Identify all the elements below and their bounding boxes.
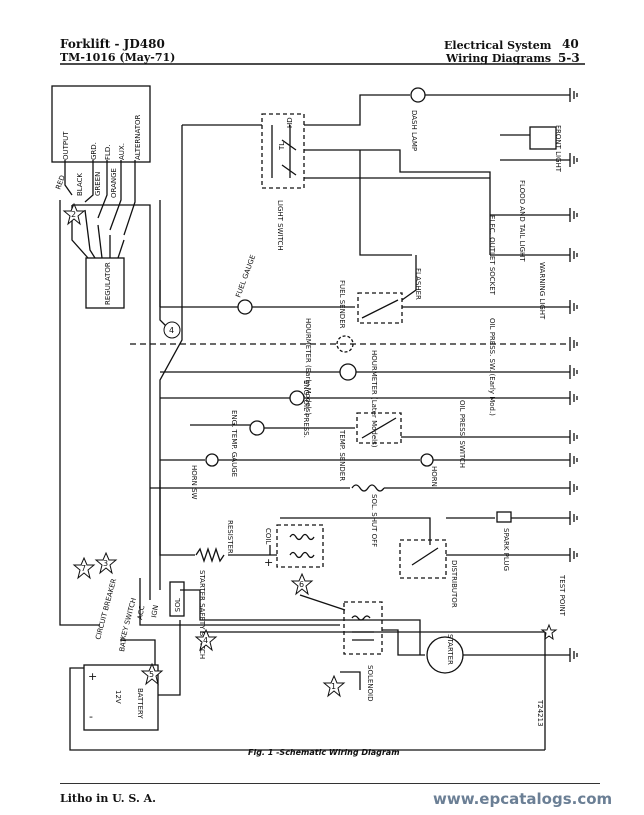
- marker-4: 4: [203, 636, 208, 645]
- test-point-star: [540, 623, 558, 641]
- callout-markers: 2 4 7 3 6 4 5 1: [62, 202, 558, 698]
- label-hourmeter-early: HOURMETER (Early Models): [304, 318, 312, 415]
- label-light-switch: LIGHT SWITCH: [276, 200, 284, 251]
- label-fld: FLD.: [104, 144, 112, 160]
- label-flood-tail: FLOOD AND TAIL LIGHT: [518, 180, 526, 262]
- label-minus: -: [89, 710, 93, 723]
- label-plus: +: [88, 670, 97, 683]
- label-bat: BAT: [118, 637, 128, 652]
- alternator-box: [51, 85, 151, 163]
- label-output: OUTPUT: [62, 131, 70, 160]
- label-eng-temp-gauge: ENG. TEMP. GAUGE: [230, 410, 238, 477]
- label-coil: COIL: [264, 528, 272, 544]
- label-ref-code: T24213: [536, 699, 544, 727]
- label-test-point: TEST POINT: [558, 574, 566, 617]
- label-elec-outlet: ELEC. OUTLET SOCKET: [488, 215, 496, 296]
- footer-litho: Litho in U. S. A.: [60, 792, 156, 805]
- label-aux: AUX.: [118, 143, 126, 160]
- label-fuel-sender: FUEL SENDER: [338, 280, 346, 329]
- label-alternator: ALTERNATOR: [134, 114, 142, 160]
- label-battery: BATTERY: [136, 688, 144, 719]
- label-sol-shut-off: SOL. SHUT OFF: [370, 494, 378, 547]
- label-green: GREEN: [94, 172, 102, 196]
- label-resister: RESISTER: [226, 520, 234, 554]
- marker-6: 6: [299, 580, 304, 589]
- label-warning-light: WARNING LIGHT: [538, 262, 546, 320]
- marker-7: 7: [81, 564, 86, 573]
- marker-1: 1: [331, 682, 336, 691]
- header-title: Forklift - JD480: [60, 37, 165, 51]
- label-oil-press-switch: OIL PRESS. SWITCH: [458, 400, 466, 468]
- marker-2: 2: [71, 210, 76, 219]
- footer-rule: [60, 783, 600, 784]
- label-temp-sender: TEMP. SENDER: [338, 429, 346, 481]
- label-horn-sw: HORN SW: [190, 465, 198, 500]
- label-distributor: DISTRIBUTOR: [450, 560, 458, 608]
- label-orange: ORANGE: [110, 168, 118, 198]
- figure-caption: Fig. 1 -Schematic Wiring Diagram: [248, 748, 400, 757]
- label-spark-plug: SPARK PLUG: [502, 528, 510, 571]
- label-hd: HD: [286, 117, 294, 128]
- label-horn: HORN: [430, 466, 438, 487]
- label-circuit-breaker: CIRCUIT BREAKER: [94, 578, 118, 641]
- light-switch-box: [261, 113, 305, 189]
- regulator-box: [85, 257, 125, 309]
- label-grd: GRD.: [90, 142, 98, 160]
- page-number: 40: [562, 37, 579, 51]
- label-black: BLACK: [76, 173, 84, 196]
- marker-5: 5: [149, 670, 154, 679]
- section-number: 5-3: [558, 51, 580, 65]
- label-fuel-gauge: FUEL GAUGE: [234, 254, 257, 299]
- label-regulator: REGULATOR: [104, 262, 112, 305]
- label-starter: STARTER: [446, 634, 454, 665]
- header-subsection: Wiring Diagrams: [446, 52, 552, 65]
- marker-3: 3: [103, 559, 108, 568]
- header-manual-ref: TM-1016 (May-71): [60, 51, 176, 64]
- label-hourmeter-later: HOURMETER (Later Models): [370, 350, 378, 448]
- marker-4-top: 4: [169, 326, 174, 335]
- label-12v: 12V: [114, 690, 122, 704]
- label-flasher: FLASHER: [414, 268, 422, 300]
- header-section: Electrical System: [444, 39, 552, 52]
- label-acc: ACC: [136, 605, 146, 621]
- label-sol-term: SOL: [174, 598, 182, 612]
- label-oil-press-sw-early: OIL PRESS. SW. (Early Mod.): [488, 318, 496, 416]
- label-dash-lamp: DASH LAMP: [410, 110, 418, 151]
- label-ign: IGN: [150, 604, 160, 618]
- label-coil-plus: +: [264, 556, 273, 569]
- label-solenoid: SOLENOID: [366, 665, 374, 701]
- ground-symbols: [569, 88, 578, 662]
- label-front-light: FRONT LIGHT: [554, 125, 562, 173]
- label-eng-oil-press: ENG. OIL PRESS.: [302, 380, 310, 438]
- footer-website[interactable]: www.epcatalogs.com: [433, 790, 613, 808]
- label-starter-safety-switch: STARTER SAFETY SWITCH: [198, 570, 206, 659]
- label-tl: TL: [278, 142, 286, 151]
